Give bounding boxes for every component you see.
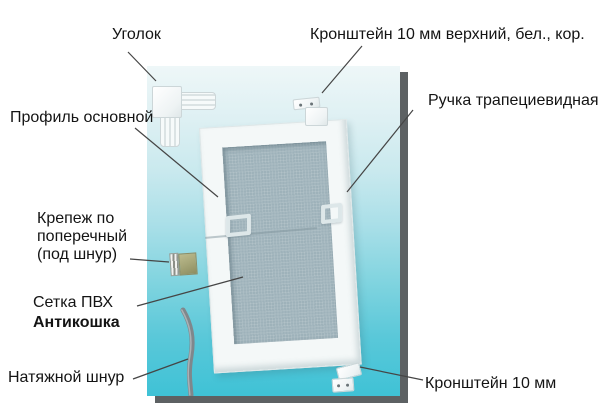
leader-mesh <box>136 276 244 307</box>
label-fastener: Крепеж по поперечный (под шнур) <box>37 210 127 264</box>
label-fastener-line2: поперечный <box>37 228 127 245</box>
leader-fastener <box>129 258 170 263</box>
leader-handle <box>346 109 414 193</box>
top-bracket-square <box>305 107 328 126</box>
label-bracket-bottom: Кронштейн 10 мм <box>425 375 557 392</box>
label-mesh-line2: Антикошка <box>33 314 120 331</box>
label-mesh: Сетка ПВХ Антикошка <box>33 293 120 333</box>
label-cord: Натяжной шнур <box>8 369 125 386</box>
label-handle: Ручка трапециевидная <box>428 92 599 109</box>
leader-corner <box>127 51 157 82</box>
corner-connector-arm-vertical <box>160 117 180 147</box>
leader-bracket-top <box>321 45 363 94</box>
tension-cord-piece <box>180 307 195 396</box>
label-bracket-top: Кронштейн 10 мм верхний, бел., кор. <box>310 26 585 43</box>
product-photo <box>147 66 400 396</box>
leader-cord <box>132 358 189 380</box>
label-fastener-line1: Крепеж по <box>37 210 115 227</box>
label-mesh-line1: Сетка ПВХ <box>33 294 114 311</box>
leader-bracket-bottom <box>359 366 424 381</box>
label-fastener-line3: (под шнур) <box>37 246 118 263</box>
leader-profile <box>134 127 219 198</box>
corner-connector-arm-horizontal <box>181 92 216 110</box>
label-profile: Профиль основной <box>10 109 154 126</box>
label-corner: Уголок <box>112 26 161 43</box>
